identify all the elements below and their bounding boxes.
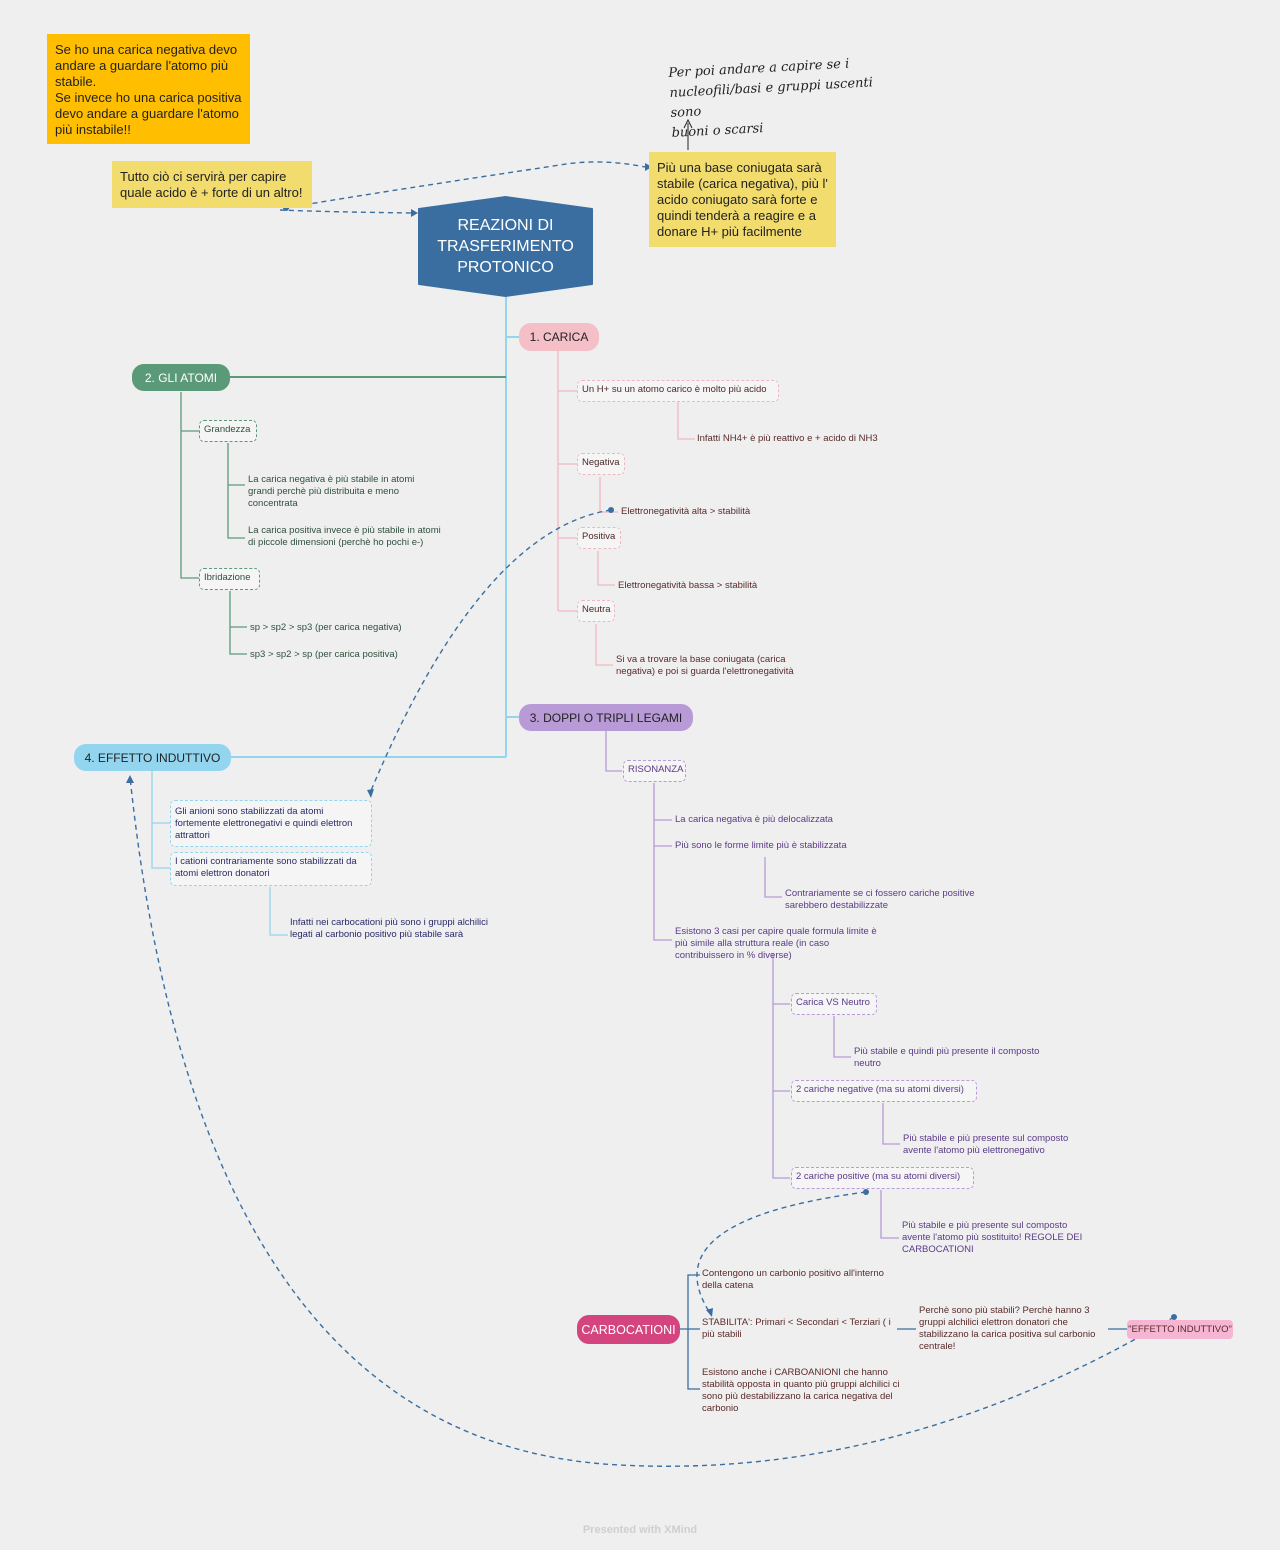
text-perche: Perchè sono più stabili? Perchè hanno 3 … — [919, 1305, 1096, 1352]
sticky-note-tutto[interactable]: Tutto ciò ci servirà per capire quale ac… — [112, 161, 312, 208]
text-nh4: Infatti NH4+ è più reattivo e + acido di… — [697, 433, 878, 444]
topic-atomi-label: 2. GLI ATOMI — [144, 370, 218, 385]
text-piu-elettroneg: Più stabile e più presente sul composto … — [903, 1133, 1069, 1156]
text-infatti-carbocationi: Infatti nei carbocationi più sono i grup… — [290, 917, 489, 940]
subtopic-ibridazione[interactable]: Ibridazione — [199, 568, 260, 590]
text-elettro-bassa: Elettronegatività bassa > stabilità — [618, 580, 758, 591]
sticky-note-base-coniugata[interactable]: Più una base coniugata sarà stabile (car… — [649, 152, 836, 247]
subtopic-risonanza[interactable]: RISONANZA — [623, 760, 686, 782]
footer-xmind: Presented with XMind — [582, 1524, 698, 1536]
topic-carica-label: 1. CARICA — [529, 330, 589, 344]
central-topic-label: REAZIONI DI TRASFERIMENTO PROTONICO — [437, 217, 574, 276]
text-contrariamente: Contrariamente se ci fossero cariche pos… — [785, 888, 975, 911]
text-esistono: Esistono 3 casi per capire quale formula… — [675, 926, 877, 961]
text-sp-neg: sp > sp2 > sp3 (per carica negativa) — [250, 622, 402, 633]
subtopic-carica-vs-neutro[interactable]: Carica VS Neutro — [791, 993, 877, 1015]
subtopic-negativa[interactable]: Negativa — [577, 453, 625, 475]
text-delocalizzata: La carica negativa è più delocalizzata — [675, 814, 833, 825]
subtopic-positiva[interactable]: Positiva — [577, 527, 621, 549]
topic-atomi[interactable]: 2. GLI ATOMI — [132, 364, 230, 391]
text-elettro-alta: Elettronegatività alta > stabilità — [621, 506, 751, 517]
topic-induttivo-label: 4. EFFETTO INDUTTIVO — [84, 750, 221, 765]
tag-effetto-induttivo[interactable]: "EFFETTO INDUTTIVO" — [1127, 1320, 1233, 1339]
subtopic-due-positive[interactable]: 2 cariche positive (ma su atomi diversi) — [791, 1167, 974, 1189]
topic-carbocationi[interactable]: CARBOCATIONI — [577, 1315, 680, 1344]
topic-carbocationi-label: CARBOCATIONI — [581, 1322, 676, 1337]
topic-effetto-induttivo[interactable]: 4. EFFETTO INDUTTIVO — [74, 744, 231, 771]
text-pos-stabile: La carica positiva invece è più stabile … — [248, 525, 441, 548]
central-topic[interactable]: REAZIONI DI TRASFERIMENTO PROTONICO — [418, 196, 593, 297]
topic-doppi-label: 3. DOPPI O TRIPLI LEGAMI — [529, 710, 683, 725]
subtopic-anioni[interactable]: Gli anioni sono stabilizzati da atomi fo… — [170, 800, 372, 847]
text-neg-stabile: La carica negativa è più stabile in atom… — [248, 474, 415, 509]
text-si-va: Si va a trovare la base coniugata (caric… — [616, 654, 794, 677]
text-piu-neutro: Più stabile e quindi più presente il com… — [854, 1046, 1040, 1069]
text-carboanioni: Esistono anche i CARBOANIONI che hanno s… — [702, 1367, 900, 1414]
text-forme-limite: Più sono le forme limite più è stabilizz… — [675, 840, 847, 851]
subtopic-neutra[interactable]: Neutra — [577, 600, 615, 622]
subtopic-grandezza[interactable]: Grandezza — [199, 420, 257, 442]
text-stabilita: STABILITA': Primari < Secondari < Terzia… — [702, 1317, 891, 1340]
subtopic-h-acido[interactable]: Un H+ su un atomo carico è molto più aci… — [577, 380, 779, 402]
text-contengono: Contengono un carbonio positivo all'inte… — [702, 1268, 884, 1291]
subtopic-cationi[interactable]: I cationi contrariamente sono stabilizza… — [170, 852, 372, 886]
text-sp-pos: sp3 > sp2 > sp (per carica positiva) — [250, 649, 398, 660]
topic-carica[interactable]: 1. CARICA — [519, 323, 599, 351]
handwritten-note: Per poi andare a capire se i nucleofili/… — [668, 56, 874, 141]
subtopic-due-negative[interactable]: 2 cariche negative (ma su atomi diversi) — [791, 1080, 977, 1102]
text-piu-sostituito: Più stabile e più presente sul composto … — [902, 1220, 1083, 1255]
topic-doppi[interactable]: 3. DOPPI O TRIPLI LEGAMI — [519, 704, 693, 731]
sticky-note-orange[interactable]: Se ho una carica negativa devo andare a … — [47, 34, 250, 144]
